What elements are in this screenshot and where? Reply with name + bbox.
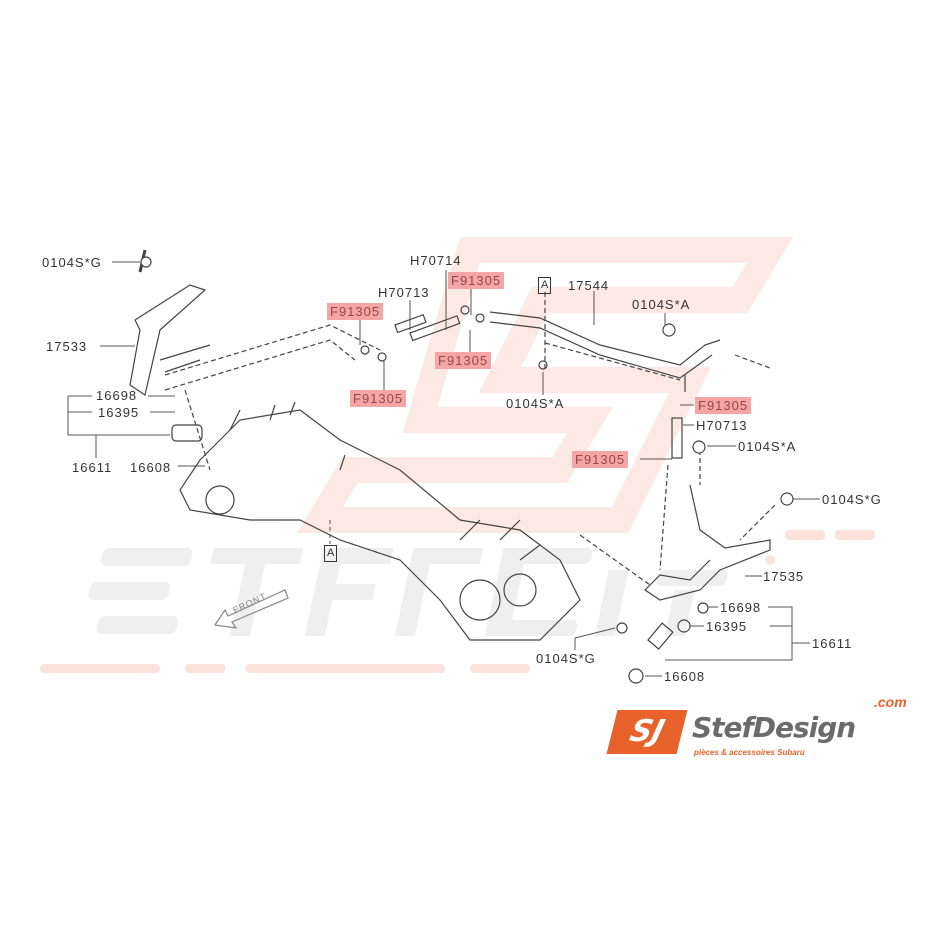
label-16395: 16395 [98, 405, 140, 420]
fuel-pipe-17535 [644, 484, 771, 601]
front-arrow-icon [213, 589, 289, 629]
label-bolt-0104s-g: 0104S*G [42, 255, 102, 270]
logo-mark: SJ [606, 710, 688, 754]
label-h70714: H70714 [410, 253, 462, 268]
label-bolt-0104s-a: 0104S*A [632, 297, 691, 312]
label-f91305: F91305 [448, 272, 505, 289]
label-f91305: F91305 [327, 303, 384, 320]
label-17533: 17533 [46, 339, 88, 354]
label-16611: 16611 [812, 636, 853, 651]
watermark-logo-shape [297, 237, 793, 533]
label-f91305: F91305 [695, 397, 752, 414]
fuel-pipe-17533 [129, 284, 211, 396]
stefdesign-logo: SJ StefDesign .com pièces & accessoires … [606, 694, 922, 764]
label-f91305: F91305 [350, 390, 407, 407]
label-17535: 17535 [763, 569, 805, 584]
label-h70713: H70713 [378, 285, 430, 300]
label-16611: 16611 [72, 460, 113, 475]
logo-tagline: pièces & accessoires Subaru [694, 748, 805, 757]
reference-a-bottom: A [324, 545, 338, 562]
watermark-tagline-picture [40, 664, 530, 673]
label-f91305: F91305 [572, 451, 629, 468]
label-bolt-0104s-a: 0104S*A [506, 396, 565, 411]
label-16698: 16698 [96, 388, 138, 403]
logo-domain: .com [874, 694, 907, 710]
label-bolt-0104s-g: 0104S*G [822, 492, 882, 507]
label-h70713: H70713 [696, 418, 748, 433]
label-16698: 16698 [720, 600, 762, 615]
label-17544: 17544 [568, 278, 610, 293]
logo-name: StefDesign [692, 711, 856, 744]
label-bolt-0104s-g: 0104S*G [536, 651, 596, 666]
label-bolt-0104s-a: 0104S*A [738, 439, 797, 454]
intake-manifold [179, 409, 581, 641]
reference-a-top: A [538, 277, 552, 294]
label-16395: 16395 [706, 619, 748, 634]
fuel-pipe-17544 [489, 311, 721, 379]
label-16608: 16608 [664, 669, 706, 684]
label-16608: 16608 [130, 460, 172, 475]
watermark-brand-picture [88, 548, 728, 636]
watermark-domain-picture [765, 530, 875, 565]
label-f91305: F91305 [435, 352, 492, 369]
